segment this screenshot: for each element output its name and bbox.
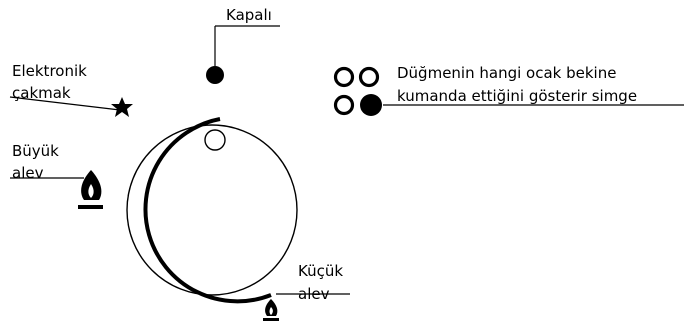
burner-symbol-label-line1: Düğmenin hangi ocak bekine <box>397 64 617 82</box>
ignition-label-line2: çakmak <box>12 84 71 102</box>
off-label: Kapalı <box>226 6 272 24</box>
off-marker-icon <box>206 66 224 84</box>
ignition-label-line1: Elektronik <box>12 62 87 80</box>
burner-symbol-label-line2: kumanda ettiğini gösterir simge <box>397 87 638 105</box>
knob-dial <box>126 124 298 296</box>
flame-range-arc <box>143 117 272 304</box>
knob-indicator-dot <box>204 129 226 151</box>
small-flame-label-line1: Küçük <box>298 262 344 280</box>
large-flame-label-line1: Büyük <box>12 142 59 160</box>
large-flame-label-line2: alev <box>12 164 44 182</box>
spark-star-icon <box>111 97 133 117</box>
large-flame-icon <box>78 170 103 209</box>
ignition-leader-line <box>9 96 121 111</box>
burner-selector-icon <box>333 66 382 116</box>
small-flame-icon <box>263 299 279 321</box>
small-flame-label-line2: alev <box>298 285 330 303</box>
